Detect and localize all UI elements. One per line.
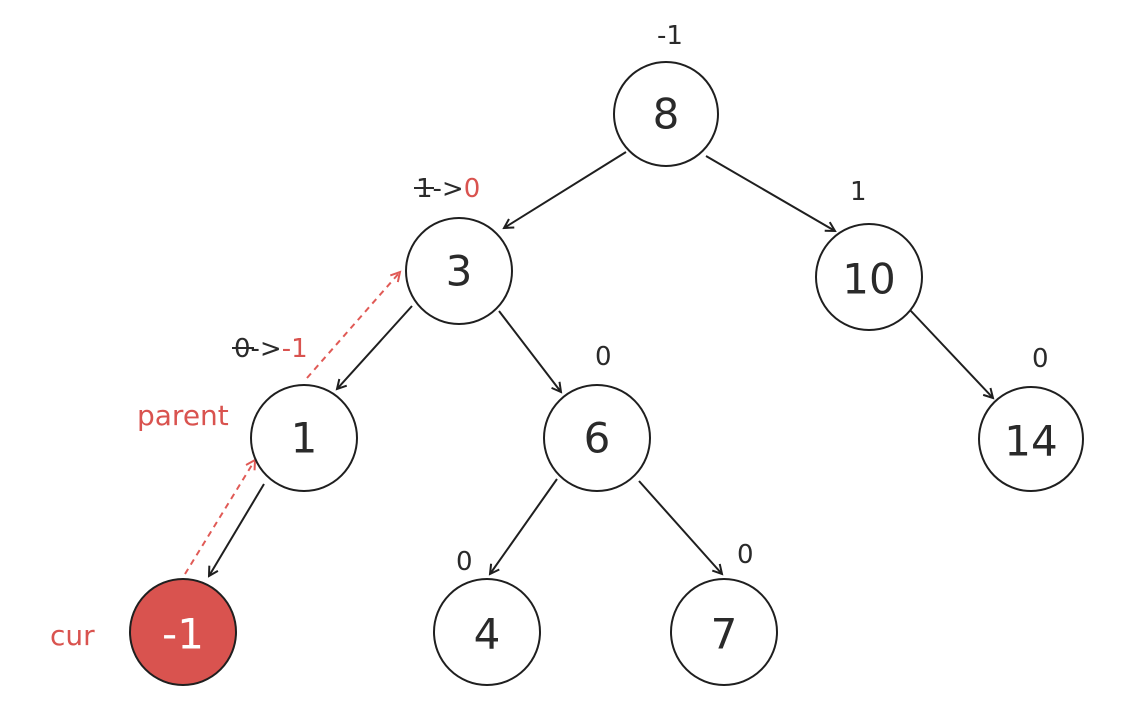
edge-3-1 [337,305,413,389]
balance-factor-arrow: -> [433,174,464,204]
balance-factor-4: 0 [456,547,473,577]
node-8: 8 [613,61,719,167]
node-value: 4 [474,610,501,659]
parent-label: parent [137,399,229,432]
node-14: 14 [978,386,1084,492]
tree-edges [209,151,993,576]
node-value: 8 [653,90,680,139]
balance-factor-1: 0->-1 [234,334,308,364]
backtrack-arrow-parent-to-grandparent [306,272,400,379]
node-3: 3 [405,217,513,325]
backtrack-arrow-cur-to-parent [184,460,255,575]
balance-factor-3: 1->0 [416,174,480,204]
node-value: 14 [1004,417,1057,466]
node-4: 4 [433,578,541,686]
node-value: 10 [842,255,895,304]
node-value: 7 [711,610,738,659]
balance-factors: -1 1->0 1 0->-1 0 0 0 0 [232,21,1049,577]
edge-6-7 [638,480,722,574]
balance-factor-14: 0 [1032,344,1049,374]
balance-factor-8: -1 [657,21,683,51]
node-value: 3 [446,247,473,296]
node-cur-highlighted: -1 [129,578,237,686]
node-1: 1 [250,384,358,492]
edge-8-10 [705,155,835,231]
balance-factor-7: 0 [737,540,754,570]
edge-3-6 [498,310,561,392]
cur-label: cur [50,619,95,652]
node-7: 7 [670,578,778,686]
edge-1-m1 [209,483,265,576]
edge-6-4 [490,478,558,574]
balance-factor-6: 0 [595,342,612,372]
node-value: -1 [162,610,204,659]
node-6: 6 [543,384,651,492]
node-value: 1 [291,414,318,463]
node-value: 6 [584,414,611,463]
balance-factor-new: -1 [282,334,308,364]
edge-10-14 [909,309,993,398]
balance-factor-10: 1 [850,177,867,207]
balance-factor-new: 0 [464,174,481,204]
backtrack-arrows [184,272,400,575]
balance-factor-arrow: -> [251,334,282,364]
node-10: 10 [815,223,923,331]
edge-8-3 [504,151,627,228]
